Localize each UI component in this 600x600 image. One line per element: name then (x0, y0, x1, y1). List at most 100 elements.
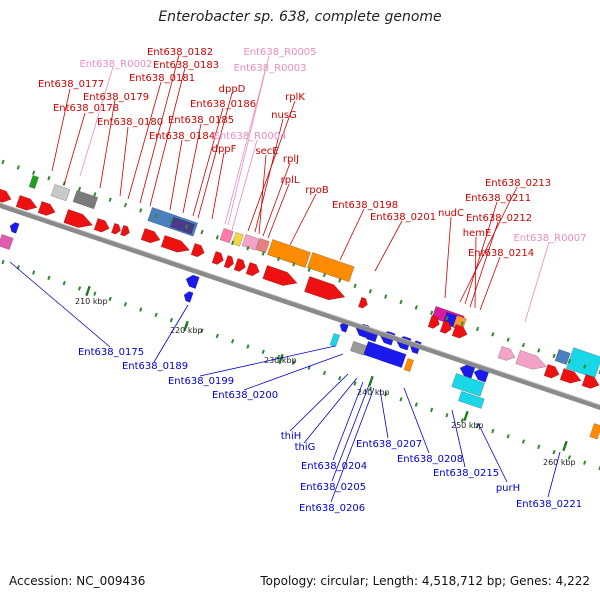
forward-gene-arrow (15, 195, 38, 211)
feature-label: Ent638_0198 (332, 200, 398, 211)
leader-line (243, 353, 344, 391)
gene-box (267, 239, 311, 268)
feature-label: Ent638_R0007 (513, 233, 586, 244)
outer-tick-mark (246, 245, 250, 251)
outer-tick-mark (353, 283, 357, 289)
inner-tick-mark (139, 307, 143, 312)
leader-line (379, 389, 389, 439)
feature-label: Ent638_0215 (433, 468, 499, 479)
feature-label: Ent638_0206 (299, 503, 365, 514)
feature-label: thiH (281, 431, 302, 442)
leader-line (182, 123, 202, 214)
inner-tick-mark (47, 275, 51, 281)
gene-box (363, 341, 407, 368)
outer-tick-mark (567, 359, 571, 364)
inner-tick-mark (521, 439, 526, 444)
forward-gene-arrow (211, 251, 224, 265)
outer-tick-mark (47, 175, 51, 181)
forward-gene-arrow (160, 235, 190, 253)
feature-label: Ent638_0184 (149, 131, 215, 142)
tick-label: 240 kbp (357, 388, 390, 397)
inner-tick-mark (583, 460, 587, 465)
forward-gene-arrow (559, 368, 582, 384)
leader-line (330, 387, 375, 503)
feature-label: Ent638_0181 (129, 73, 195, 84)
genome-summary-text: Topology: circular; Length: 4,518,712 bp… (260, 574, 590, 588)
leader-line (451, 409, 466, 468)
feature-label: Ent638_0207 (356, 439, 422, 450)
feature-label: Ent638_0200 (212, 390, 278, 401)
forward-gene-arrow (262, 265, 298, 286)
forward-gene-arrow (233, 258, 246, 272)
forward-gene-arrow (111, 222, 121, 235)
feature-label: Ent638_0211 (465, 193, 531, 204)
outer-tick-mark (185, 224, 189, 229)
forward-gene-arrow (140, 228, 161, 244)
inner-tick-mark (445, 412, 449, 418)
leader-line (79, 66, 114, 177)
forward-gene-arrow (304, 276, 346, 301)
inner-tick-mark (261, 349, 265, 355)
inner-tick-mark (598, 465, 600, 471)
forward-gene-arrow (581, 374, 600, 389)
leader-line (464, 201, 498, 305)
gene-box (0, 234, 14, 250)
outer-tick-mark (307, 267, 311, 272)
gene-box (219, 228, 234, 244)
outer-tick-mark (32, 170, 36, 175)
forward-gene-arrow (120, 224, 130, 237)
reverse-gene-arrow (183, 291, 194, 303)
feature-labels: Ent638_0177Ent638_R0002Ent638_0178Ent638… (38, 47, 587, 514)
feature-label: Ent638_0208 (397, 454, 463, 465)
feature-label: rplJ (283, 154, 299, 165)
gene-box (554, 349, 571, 365)
feature-label: Ent638_0205 (300, 482, 366, 493)
gene-box (403, 358, 414, 372)
reverse-gene-arrow (185, 274, 200, 289)
inner-tick-mark (32, 270, 36, 275)
gene-box (50, 184, 71, 202)
outer-tick-mark (93, 192, 97, 197)
outer-tick-mark (368, 289, 372, 294)
gene-box (307, 252, 355, 283)
major-tick-mark (278, 353, 284, 365)
feature-label: nusG (271, 110, 297, 121)
backbone-band (0, 203, 600, 410)
leader-line (289, 373, 349, 432)
inner-tick-mark (322, 370, 327, 376)
inner-tick-mark (77, 286, 82, 291)
feature-label: Ent638_R0004 (213, 131, 286, 142)
gene-box (231, 232, 244, 247)
outer-tick-mark (215, 235, 219, 240)
feature-label: Ent638_0189 (122, 361, 188, 372)
outer-tick-mark (521, 342, 526, 348)
inner-tick-mark (276, 354, 281, 360)
feature-label: Ent638_0180 (97, 117, 163, 128)
leader-line (339, 208, 365, 261)
leader-line (149, 67, 186, 207)
feature-label: Ent638_0182 (147, 47, 213, 58)
feature-label: secE (255, 146, 278, 157)
inner-tick-mark (231, 339, 235, 344)
feature-label: dppF (212, 144, 237, 155)
inner-tick-mark (154, 312, 158, 318)
leader-line (254, 118, 284, 233)
feature-label: Ent638_0178 (53, 103, 119, 114)
feature-label: nudC (438, 208, 464, 219)
forward-gene-arrow (245, 262, 260, 277)
leader-line (459, 186, 518, 303)
inner-tick-mark (384, 391, 388, 397)
outer-tick-mark (338, 278, 342, 283)
forward-gene-arrow (0, 188, 12, 203)
outer-tick-mark (261, 251, 265, 256)
gene-box (451, 373, 485, 397)
leader-line (227, 71, 266, 226)
outer-tick-mark (430, 310, 434, 315)
inner-tick-mark (506, 434, 510, 439)
leader-line (331, 384, 370, 482)
outer-tick-mark (414, 305, 418, 310)
major-tick-mark (463, 410, 469, 422)
leader-line (197, 92, 233, 219)
leader-line (303, 377, 358, 444)
